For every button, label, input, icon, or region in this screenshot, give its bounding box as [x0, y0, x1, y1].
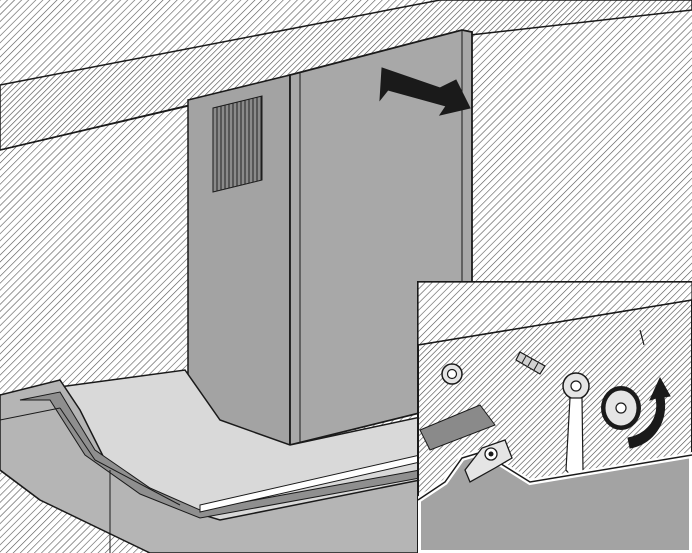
threaded-pin — [515, 351, 546, 375]
push-arrow-icon — [379, 67, 471, 116]
thumb-wheel-icon — [601, 386, 641, 430]
hinge-icon — [464, 439, 513, 483]
hood-front-panel — [0, 379, 431, 553]
detail-inset — [417, 281, 692, 553]
rotate-arrow-icon — [627, 376, 671, 449]
vent-grille — [212, 95, 263, 193]
